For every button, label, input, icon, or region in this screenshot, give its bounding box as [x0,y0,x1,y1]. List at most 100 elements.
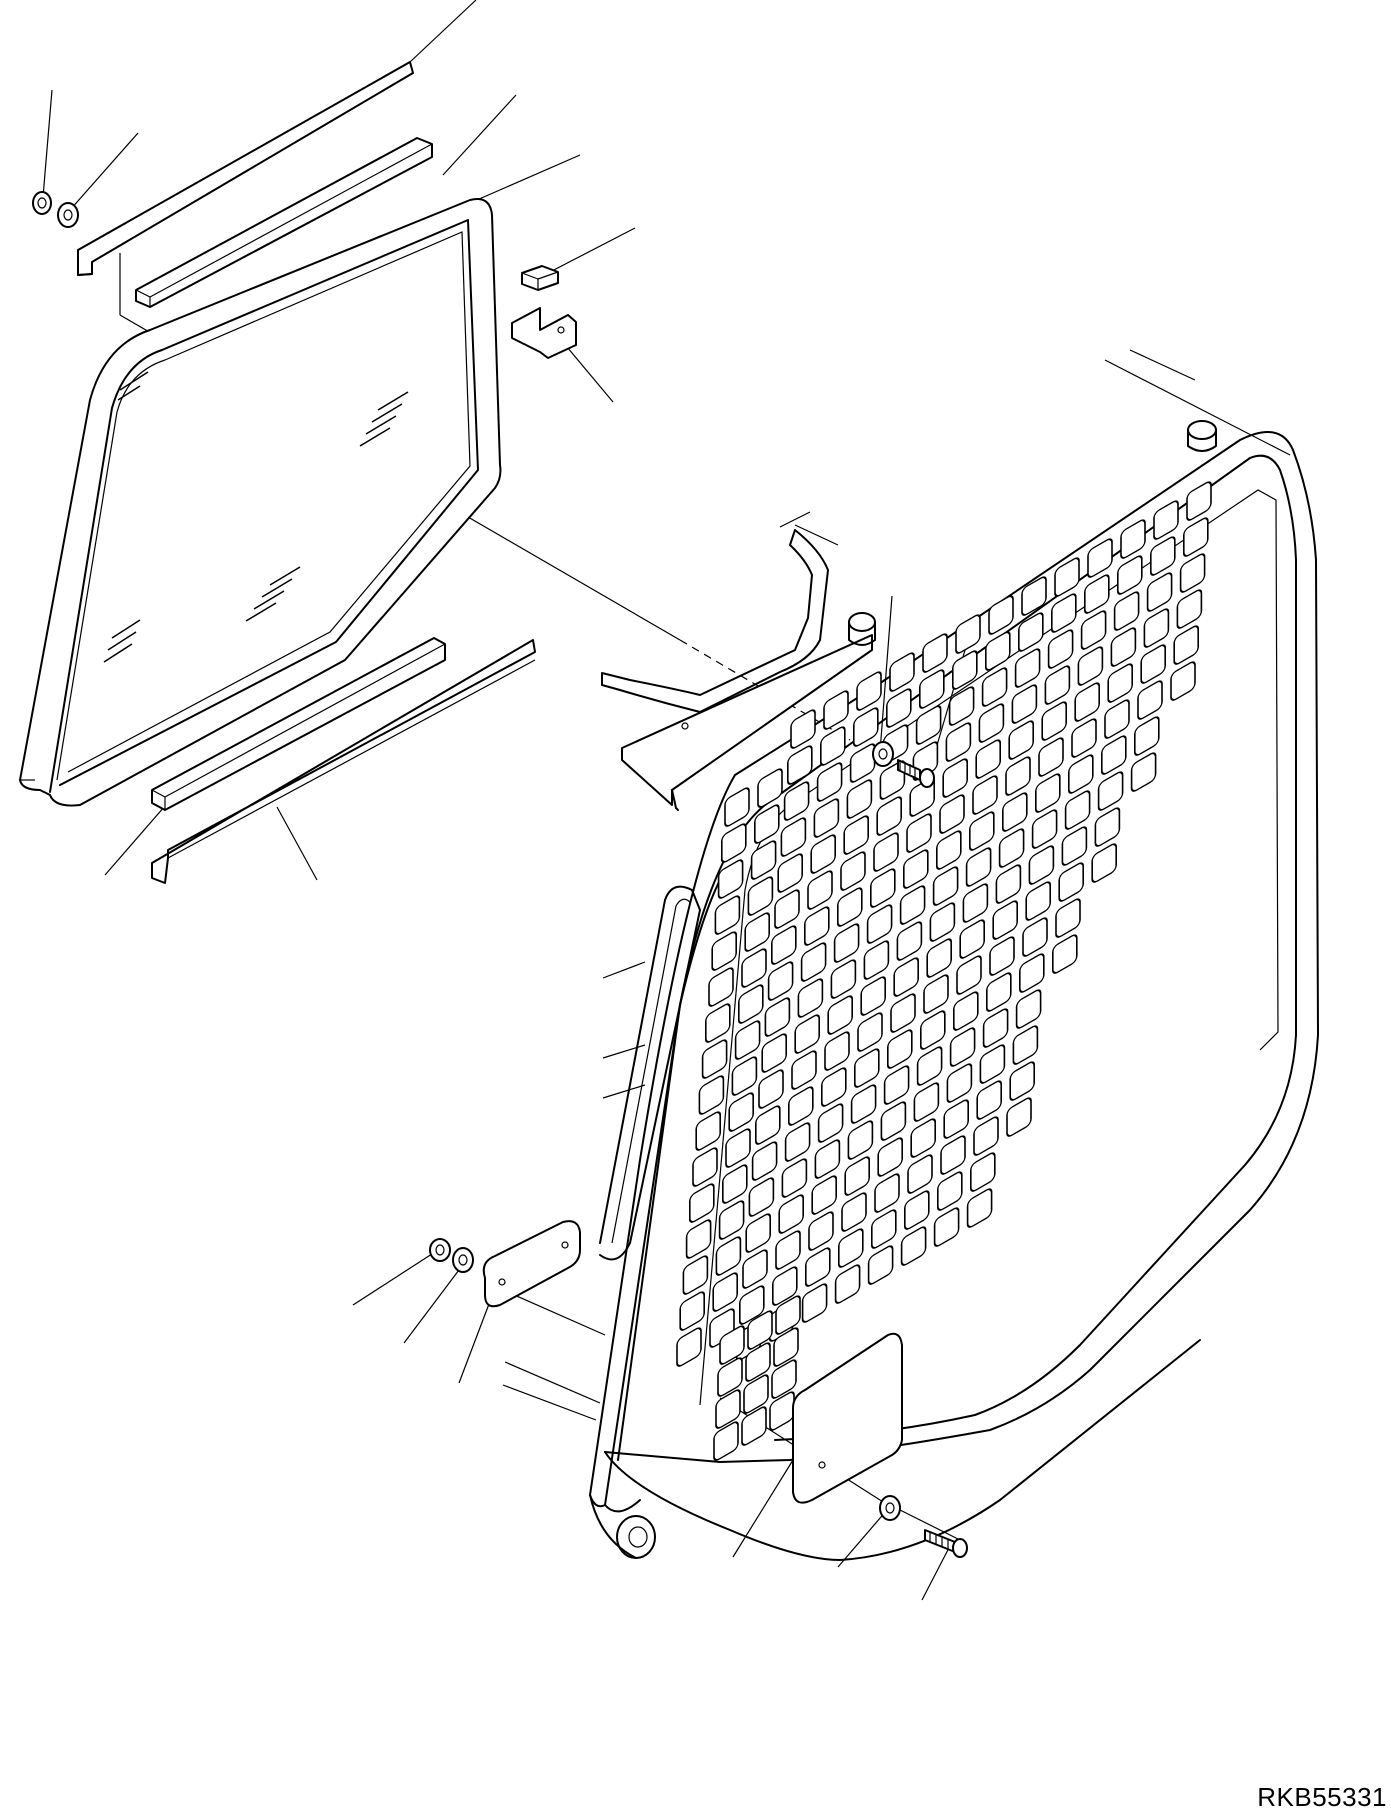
mesh-cell [1077,646,1104,686]
mesh-cell [852,707,879,747]
mesh-cell [936,1171,963,1211]
mesh-cell [1084,574,1110,614]
mesh-cell [823,690,849,730]
mesh-cell [719,1325,745,1365]
mesh-cell [819,726,846,766]
mesh-cell [907,1154,933,1194]
mesh-cell [682,1255,709,1295]
mesh-cell [1047,629,1074,669]
mesh-cell [985,972,1012,1012]
mesh-cell [995,864,1022,904]
mesh-cell [784,1122,811,1162]
mesh-cell [800,942,827,982]
mesh-cell [978,703,1005,743]
lower-left-plate-assembly [429,1220,581,1308]
mesh-cell [959,919,986,959]
mesh-cell [1143,608,1170,648]
mesh-cell [893,957,920,997]
mesh-cell [866,904,893,944]
mesh-cell [850,1084,877,1124]
lower-channel [151,639,536,884]
mesh-cell [787,1086,814,1126]
mesh-cell [724,787,750,827]
mesh-cell [742,1249,768,1289]
mesh-cell [1146,572,1173,612]
mesh-cell [1017,612,1044,652]
mesh-cell [679,1291,706,1331]
mesh-cell [1104,699,1130,739]
mesh-cell [1183,517,1209,557]
mesh-cell [731,1056,758,1096]
mesh-cell [906,813,932,853]
mesh-cell [988,595,1014,635]
mesh-cell [849,743,876,783]
mesh-cell [929,902,956,942]
mesh-cell [913,1082,940,1122]
mesh-cell [778,1194,805,1234]
mesh-cell [1091,843,1117,883]
mesh-cell [965,847,992,887]
mesh-cell [747,1310,773,1350]
mesh-cell [1014,648,1041,688]
mesh-cell [1011,684,1038,724]
mesh-cell [794,1014,821,1054]
mesh-cell [955,614,981,654]
mesh-cell [1031,809,1058,849]
mesh-cell [797,978,824,1018]
mesh-cell [741,1406,767,1446]
mesh-cell [816,762,843,802]
glass-frame [19,198,502,807]
mesh-cell [774,889,800,929]
mesh-cell [771,1359,797,1399]
mesh-cell [841,1192,867,1232]
mesh-cell [717,859,744,899]
mesh-cell [1101,735,1127,775]
mesh-cell [939,794,965,834]
mesh-cell [885,688,912,728]
cover-plate [792,1332,903,1504]
mesh-cell [989,936,1015,976]
mesh-cell [1055,898,1081,938]
mesh-cell [767,961,794,1001]
mesh-cell [952,991,979,1031]
mesh-cell [837,1228,864,1268]
mesh-cell [867,1245,894,1285]
mesh-cell [972,775,998,815]
mesh-cell [1051,593,1077,633]
mesh-cell [973,1116,999,1156]
mesh-cell [945,722,972,762]
mesh-cell [1035,773,1061,813]
mesh-cell [896,921,923,961]
mesh-cell [1064,790,1091,830]
mesh-cell [1038,737,1064,777]
mesh-cell [786,745,813,785]
mesh-cell [720,823,747,863]
nut [429,1238,451,1262]
mesh-cell [1001,792,1028,832]
mesh-cell [998,828,1025,868]
mesh-cell [810,834,837,874]
glass-reflections [103,371,409,663]
mesh-cell [1052,934,1078,974]
mesh-cell [943,1099,970,1139]
mesh-cell [880,1101,907,1141]
mesh-cell [1120,519,1146,559]
mesh-cell [748,1177,775,1217]
mesh-cell [951,650,978,690]
mesh-cell [728,1092,755,1132]
mesh-cell [1173,625,1199,665]
grab-handle [599,885,701,1261]
mesh-cell [781,1158,808,1198]
mesh-cell [900,1226,927,1266]
mesh-cell [773,1327,799,1367]
washer [57,202,79,228]
mesh-cell [948,686,975,726]
mesh-cell [761,1033,788,1073]
mesh-cell [1044,665,1071,705]
mesh-cell [847,1120,874,1160]
mesh-cell [743,1374,769,1414]
mesh-cell [1005,756,1031,796]
mesh-cell [846,779,873,819]
mesh-cell [979,1044,1006,1084]
